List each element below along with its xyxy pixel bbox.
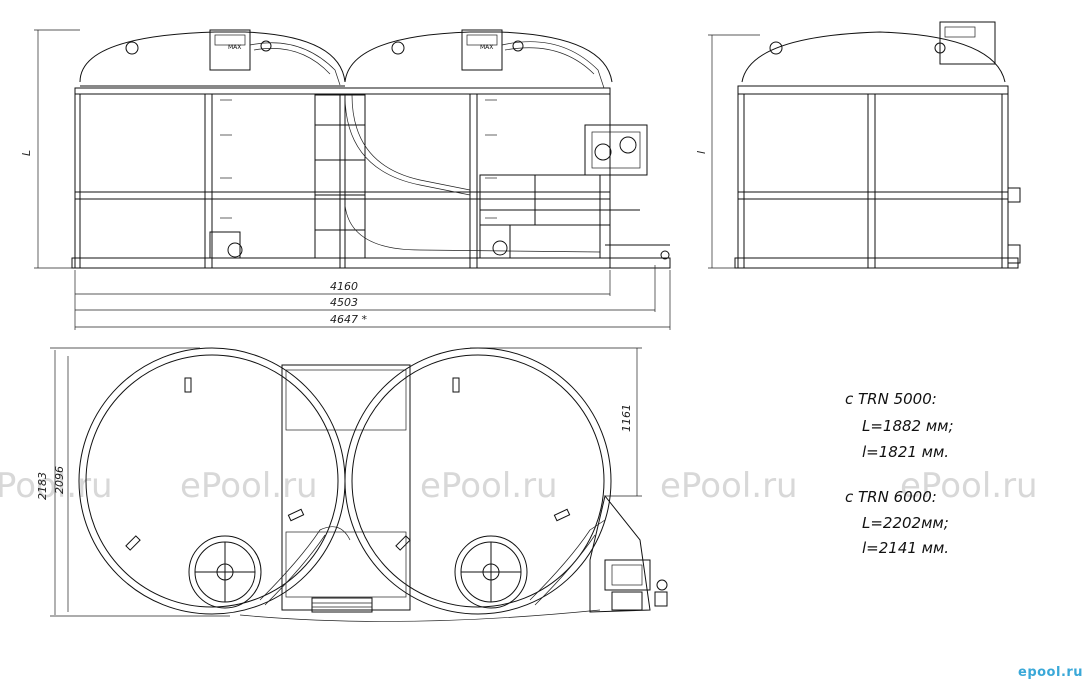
note-trn5000-title: с TRN 5000:: [845, 390, 937, 408]
note-trn6000-title: с TRN 6000:: [845, 488, 937, 506]
dimension-2183: 2183: [36, 472, 49, 500]
dimension-4503: 4503: [330, 296, 358, 309]
watermark-text: ePool.ru: [420, 466, 558, 506]
note-trn5000-L: L=1882 мм;: [862, 417, 954, 435]
side-view: l: [695, 21, 1021, 269]
max-label: MAX: [228, 44, 241, 51]
dimension-1161: 1161: [620, 404, 633, 432]
watermark-layer: ePool.ru ePool.ru ePool.ru ePool.ru ePoo…: [0, 466, 1038, 506]
dimension-4647: 4647 *: [330, 313, 367, 326]
watermark-text: ePool.ru: [0, 466, 113, 506]
note-trn6000-L: L=2202мм;: [862, 514, 949, 532]
dimension-2096: 2096: [53, 466, 66, 494]
note-trn6000-l: l=2141 мм.: [862, 539, 949, 557]
top-view: 2183 2096 1161: [36, 347, 668, 622]
note-trn5000-l: l=1821 мм.: [862, 443, 949, 461]
dimension-height-l: l: [695, 151, 708, 154]
watermark-text: ePool.ru: [660, 466, 798, 506]
epool-logo: epool.ru: [1018, 665, 1083, 680]
model-notes: с TRN 5000: L=1882 мм; l=1821 мм. с TRN …: [845, 390, 954, 557]
watermark-text: ePool.ru: [180, 466, 318, 506]
watermark-text: ePool.ru: [900, 466, 1038, 506]
front-view-dimensions: 4160 4503 4647 *: [74, 265, 671, 330]
front-view: L MAX MAX: [20, 29, 671, 269]
dimension-4160: 4160: [330, 280, 358, 293]
max-label: MAX: [480, 44, 493, 51]
dimension-height-L: L: [20, 150, 33, 156]
